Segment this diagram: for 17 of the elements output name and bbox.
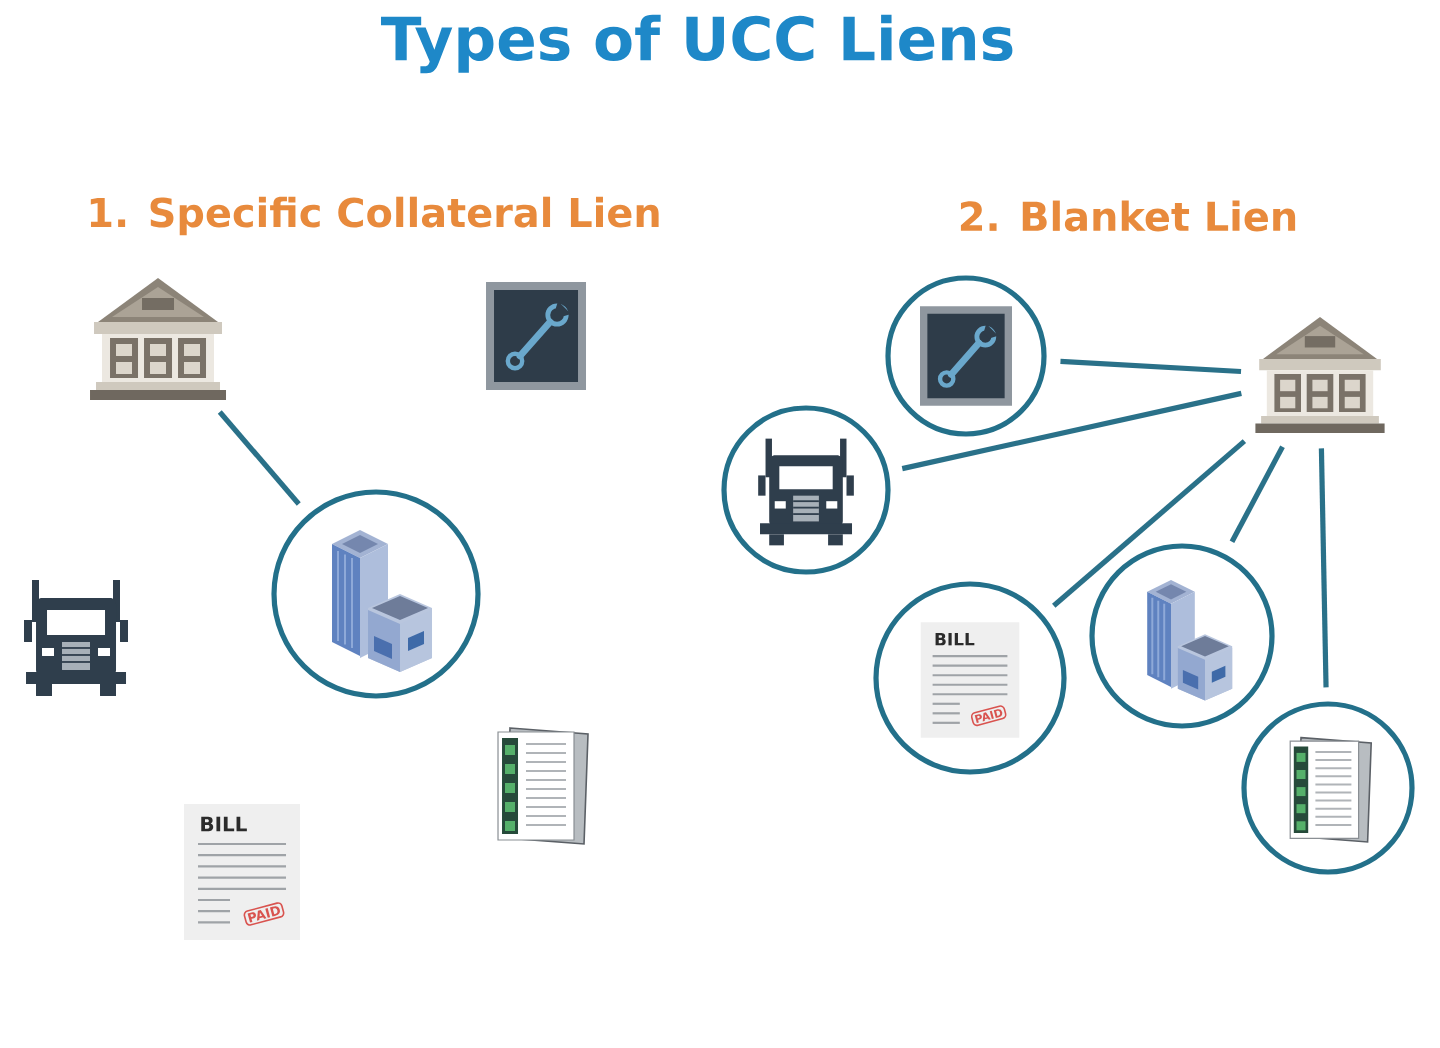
bill-heading: BILL (935, 633, 975, 646)
connector-line (217, 410, 301, 506)
bill-icon (184, 804, 300, 940)
connector-line (1052, 439, 1247, 608)
connector-line (901, 390, 1242, 472)
connector-line (1229, 445, 1285, 544)
title: Types of UCC Liens (381, 14, 1013, 74)
section-heading: 1. Specific Collateral Lien (90, 196, 659, 236)
section-heading: 2. Blanket Lien (960, 200, 1296, 232)
bank-icon (1255, 317, 1385, 433)
connector-line (1318, 448, 1329, 688)
bank-icon (90, 278, 226, 400)
bill-heading: BILL (201, 816, 247, 832)
connector-line (1060, 358, 1242, 375)
wrench-icon (486, 282, 586, 390)
checklist-icon (497, 727, 589, 845)
truck-icon (24, 580, 128, 696)
